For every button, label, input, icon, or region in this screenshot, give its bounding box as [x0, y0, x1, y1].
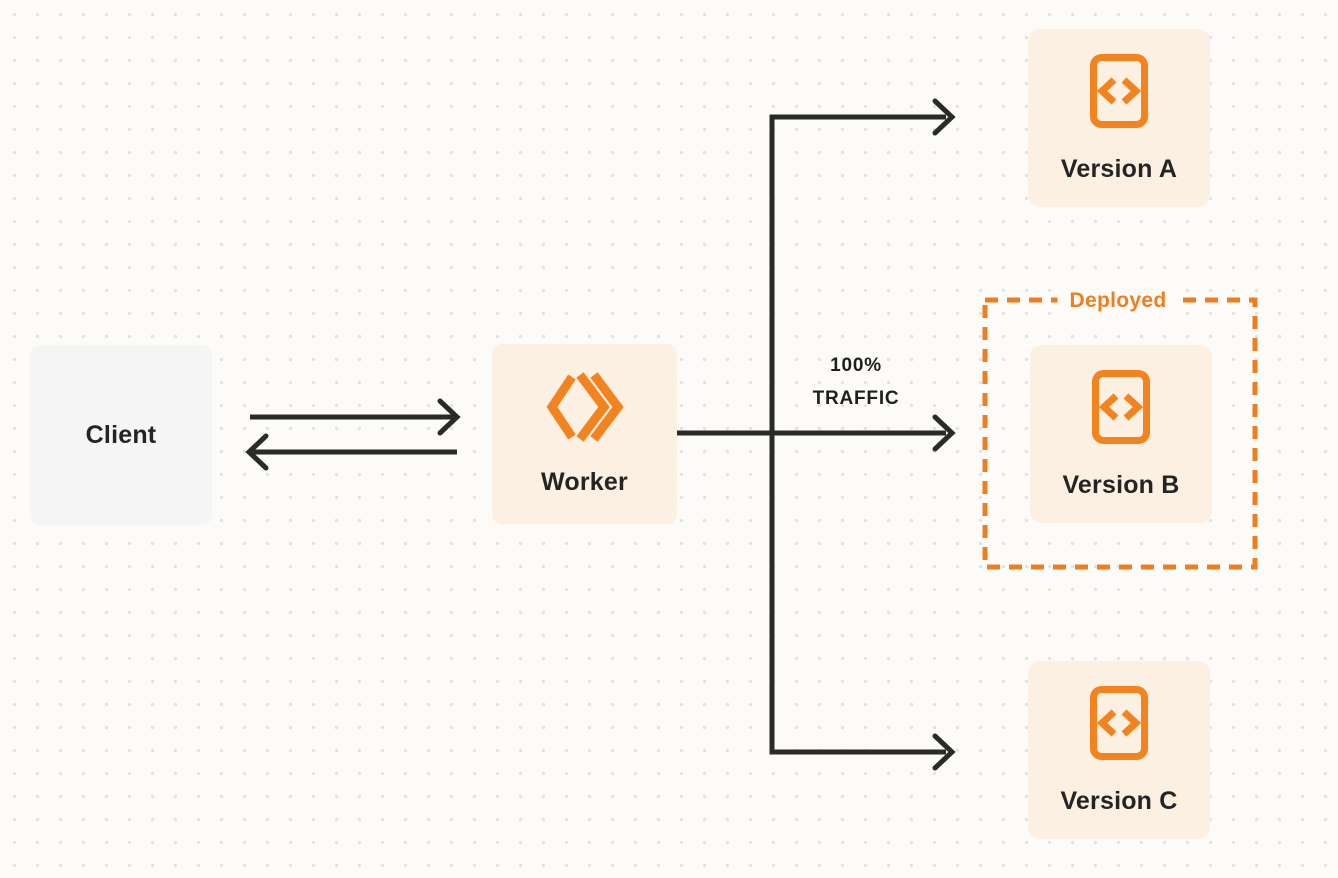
version-a-label: Version A — [1060, 154, 1178, 183]
arrowhead-right-icon — [932, 414, 956, 452]
version-c-label: Version C — [1060, 786, 1178, 815]
version-a-node: Version A — [1028, 29, 1210, 207]
traffic-word-text: TRAFFIC — [812, 388, 900, 409]
version-c-node: Version C — [1028, 661, 1210, 839]
arrowhead-right-icon — [437, 398, 461, 436]
version-b-label: Version B — [1062, 470, 1180, 499]
code-file-icon — [1090, 53, 1148, 128]
arrowhead-left-icon — [245, 433, 269, 471]
client-node-label: Client — [85, 420, 157, 449]
arrowhead-right-icon — [932, 98, 956, 136]
cloudflare-workers-logo-icon — [546, 371, 624, 442]
worker-node: Worker — [492, 344, 677, 524]
code-file-icon — [1092, 369, 1150, 444]
deployed-status-label: Deployed — [1057, 287, 1179, 315]
arrowhead-right-icon — [932, 733, 956, 771]
client-node: Client — [30, 345, 212, 525]
traffic-split-trunk-line — [769, 114, 946, 755]
traffic-percentage-text: 100% — [830, 355, 882, 376]
traffic-annotation: 100% TRAFFIC — [813, 349, 900, 415]
version-b-node: Version B — [1030, 345, 1212, 523]
code-file-icon — [1090, 685, 1148, 760]
worker-node-label: Worker — [541, 467, 628, 496]
